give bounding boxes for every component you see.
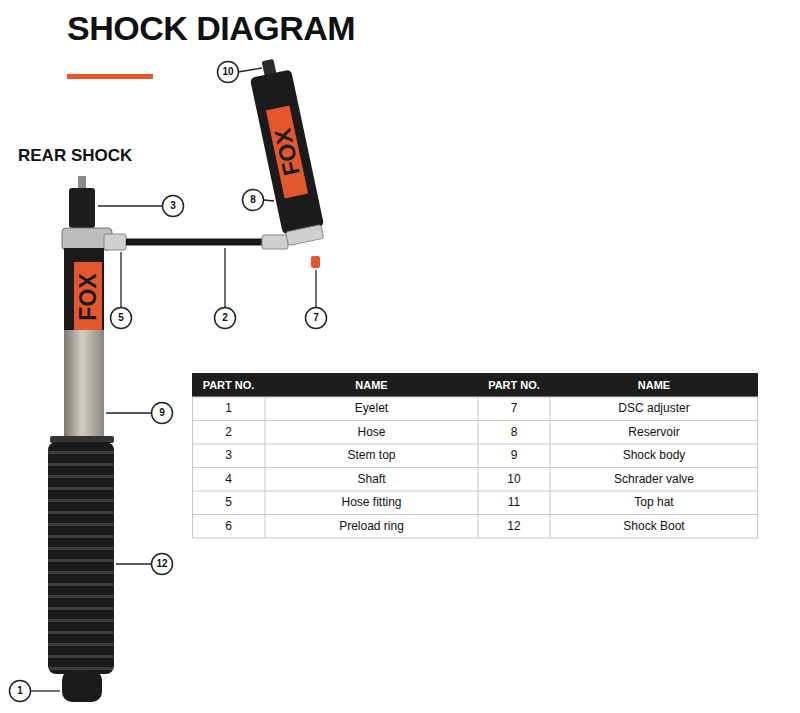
table-cell: Top hat [550, 491, 758, 515]
table-cell: Eyelet [265, 397, 478, 421]
callout-number: 3 [163, 196, 183, 216]
title: SHOCK DIAGRAM [67, 8, 355, 48]
table-cell: 10 [478, 468, 550, 492]
table-cell: DSC adjuster [550, 397, 758, 421]
table-cell: Shock body [550, 444, 758, 468]
table-cell: Shock Boot [550, 515, 758, 539]
table-header: PART NO. [192, 373, 265, 397]
callout-number: 12 [152, 554, 172, 574]
table-cell: Preload ring [265, 515, 478, 539]
table-cell: 7 [478, 397, 550, 421]
table-cell: 2 [192, 421, 265, 445]
table-header: NAME [550, 373, 758, 397]
dsc-adjuster [311, 256, 320, 268]
table-cell: Stem top [265, 444, 478, 468]
callout-number: 10 [218, 62, 238, 82]
callout-number: 5 [111, 308, 131, 328]
callout-number: 2 [215, 308, 235, 328]
callout-number: 8 [243, 190, 263, 210]
logo-text: FOX [270, 126, 303, 177]
callout-number: 9 [152, 403, 172, 423]
callout-number: 7 [306, 308, 326, 328]
table-cell: 8 [478, 421, 550, 445]
parts-table [192, 373, 758, 538]
table-cell: 1 [192, 397, 265, 421]
table-cell: 4 [192, 468, 265, 492]
hose-fitting [262, 235, 288, 249]
table-header: NAME [265, 373, 478, 397]
subtitle: REAR SHOCK [18, 146, 132, 166]
table-cell: 5 [192, 491, 265, 515]
table-header: PART NO. [478, 373, 550, 397]
table-cell: Hose [265, 421, 478, 445]
accent-bar [67, 74, 153, 79]
table-cell: 6 [192, 515, 265, 539]
logo-text: FOX [76, 273, 100, 320]
reservoir [247, 56, 327, 247]
callout-number: 1 [10, 681, 30, 701]
table-cell: Schrader valve [550, 468, 758, 492]
table-cell: 12 [478, 515, 550, 539]
table-cell: 9 [478, 444, 550, 468]
table-cell: 3 [192, 444, 265, 468]
table-cell: Shaft [265, 468, 478, 492]
rear-shock [48, 176, 126, 702]
table-cell: Hose fitting [265, 491, 478, 515]
table-cell: Reservoir [550, 421, 758, 445]
table-cell: 11 [478, 491, 550, 515]
